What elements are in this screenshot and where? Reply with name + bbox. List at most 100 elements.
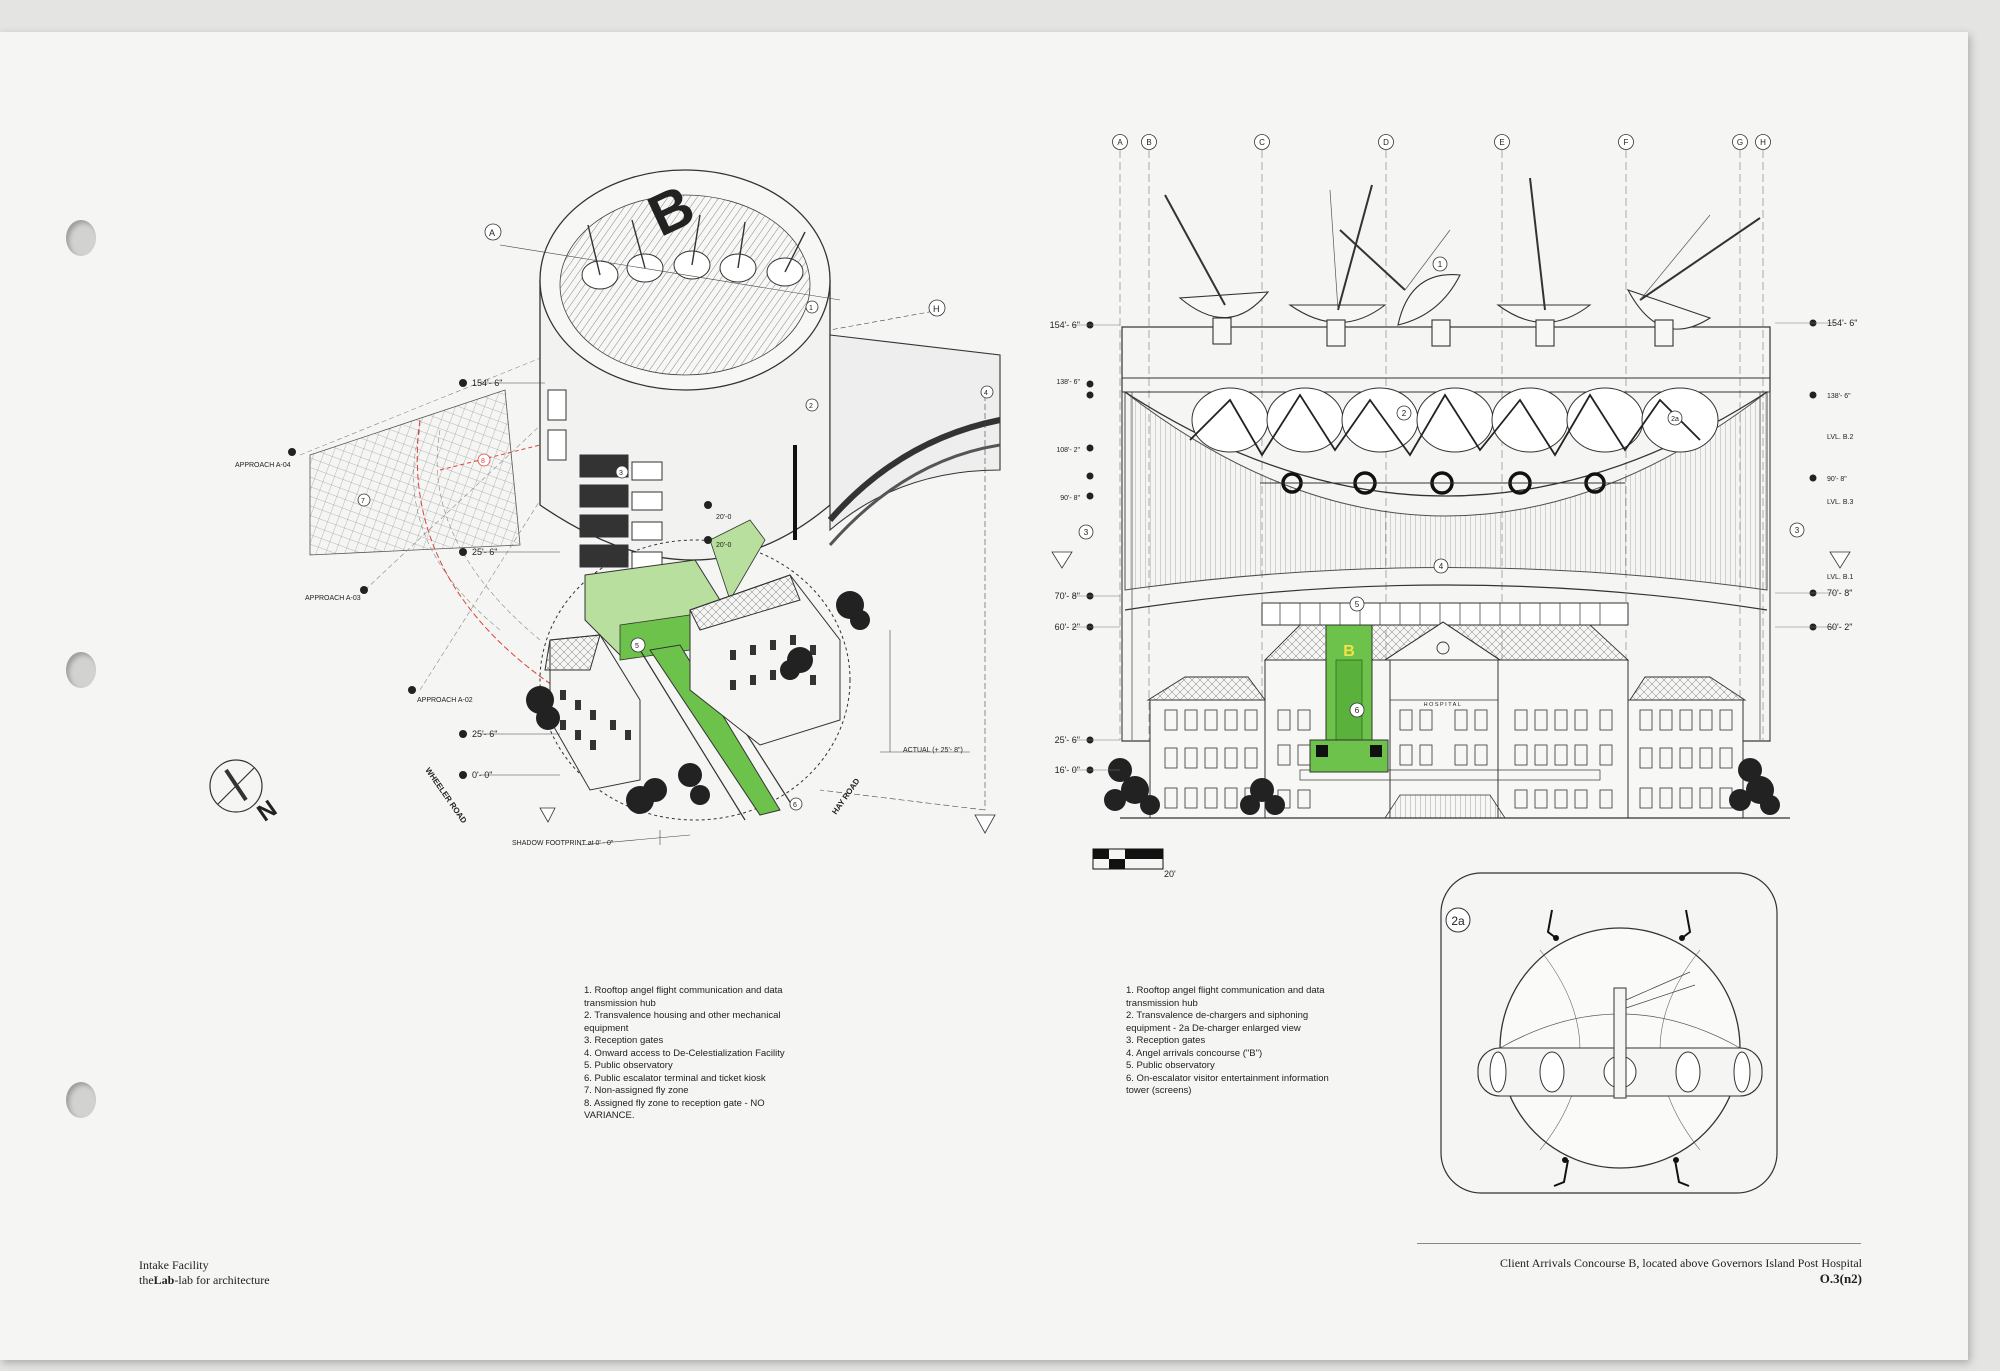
elevation-20-0-b: 20'-0 <box>716 542 731 549</box>
section-triangle-right <box>1829 551 1851 569</box>
legend-right: 1. Rooftop angel flight communication an… <box>1126 985 1346 1098</box>
section-marker-right <box>974 814 996 834</box>
grid-marker-a: A <box>489 228 495 238</box>
grid-bubble-f: F <box>1624 138 1629 147</box>
legend-right-item: 4. Angel arrivals concourse ("B") <box>1126 1047 1263 1059</box>
firm-suffix: -lab for architecture <box>174 1273 270 1287</box>
marker-8: 8 <box>481 458 485 465</box>
level-right-lvl-b1: LVL. B.1 <box>1827 574 1853 581</box>
de-charger-spheres <box>1191 387 1719 453</box>
elevation-25-6-upper: 25'- 6" <box>472 547 497 557</box>
observatory-band <box>1261 602 1629 626</box>
legend-left-item: 1. Rooftop angel flight communication an… <box>584 985 783 1009</box>
hospital-facade <box>1146 621 1747 819</box>
level-right-lvl-b3: LVL. B.3 <box>1827 499 1853 506</box>
hospital-sign: HOSPITAL <box>1424 702 1463 708</box>
legend-left-item: 5. Public observatory <box>584 1060 673 1071</box>
approach-a02-label: APPROACH A-02 <box>417 697 473 704</box>
marker-2: 2 <box>809 403 813 410</box>
marker-6: 6 <box>793 802 797 809</box>
concourse-letter: B <box>1343 643 1355 660</box>
approach-a03-label: APPROACH A-03 <box>305 595 361 602</box>
project-name: Intake Facility <box>139 1258 209 1272</box>
level-left-90-8: 90'- 8" <box>1060 495 1080 502</box>
grid-bubbles: A B C D E F G H <box>1112 134 1771 150</box>
level-left-154-6: 154'- 6" <box>1050 320 1080 330</box>
grid-bubble-a: A <box>1117 138 1123 147</box>
marker-3: 3 <box>619 470 623 477</box>
title-block-right: Client Arrivals Concourse B, located abo… <box>1500 1256 1862 1286</box>
access-ramp-arm <box>829 334 1001 532</box>
legend-right-item: 6. On-escalator visitor entertainment in… <box>1126 1072 1329 1097</box>
elevation-marker-4: 4 <box>1439 562 1444 571</box>
tower-window-bays <box>547 389 663 571</box>
legend-left-item: 6. Public escalator terminal and ticket … <box>584 1072 766 1084</box>
elevation-markers: 1 2 2a 3 3 4 5 6 <box>1051 256 1851 718</box>
firm-name: theLab-lab for architecture <box>139 1273 270 1288</box>
marker-4: 4 <box>984 390 988 397</box>
elevation-25-6-lower: 25'- 6" <box>472 729 497 739</box>
trees-axonometric <box>526 591 870 814</box>
binder-hole-bottom <box>66 1082 96 1118</box>
legend-right-item: 3. Reception gates <box>1126 1035 1206 1046</box>
actual-height-label: ACTUAL (+ 25'- 8") <box>903 747 963 754</box>
sheet-code: O.3(n2) <box>1819 1271 1862 1286</box>
shadow-footprint-label: SHADOW FOOTPRINT at 0' - 0" <box>512 840 614 847</box>
elevation-marker-2: 2 <box>1402 409 1407 418</box>
leader-lines <box>480 244 986 846</box>
section-triangle-left <box>1051 551 1073 569</box>
grid-bubble-e: E <box>1499 138 1504 147</box>
shadow-footprint <box>539 539 851 821</box>
elevation-20-0-a: 20'-0 <box>716 514 731 521</box>
level-right-154-6: 154'- 6" <box>1827 318 1857 328</box>
elevation-marker-3-right: 3 <box>1795 526 1800 535</box>
level-labels-left: 154'- 6" 138'- 6" 108'- 2" 90'- 8" 70'- … <box>1050 320 1081 775</box>
north-label: N <box>252 795 282 827</box>
legend-left-item: 4. Onward access to De-Celestialization … <box>584 1047 785 1059</box>
legend-left-item: 2. Transvalence housing and other mechan… <box>584 1010 781 1034</box>
legend-right-item: 5. Public observatory <box>1126 1060 1215 1071</box>
axonometric-drawing: B <box>299 169 1001 846</box>
grid-bubble-b: B <box>1146 138 1151 147</box>
firm-bold: Lab <box>153 1273 175 1287</box>
title-rule <box>1417 1243 1861 1244</box>
rooftop-dishes <box>1178 274 1712 347</box>
approach-a04-label: APPROACH A-04 <box>235 462 291 469</box>
level-left-25-6: 25'- 6" <box>1055 735 1080 745</box>
grid-bubble-c: C <box>1259 138 1265 147</box>
level-right-90-8: 90'- 8" <box>1827 476 1847 483</box>
binder-hole-top <box>66 220 96 256</box>
grid-bubble-g: G <box>1737 138 1743 147</box>
level-right-lvl-b2: LVL. B.2 <box>1827 434 1853 441</box>
scale-label: 20' <box>1164 869 1176 879</box>
level-left-70-8: 70'- 8" <box>1055 591 1080 601</box>
detail-tag-2a: 2a <box>1451 914 1465 928</box>
elevation-marker-3-left: 3 <box>1084 528 1089 537</box>
level-labels-right: 154'- 6" 138'- 6" LVL. B.2 90'- 8" LVL. … <box>1827 318 1857 632</box>
elevation-154-6: 154'- 6" <box>472 378 502 388</box>
marker-1: 1 <box>809 305 813 312</box>
firm-prefix: the <box>139 1273 154 1287</box>
elevation-0-0: 0'- 0" <box>472 770 492 780</box>
elevation-marker-6: 6 <box>1355 706 1360 715</box>
scale-bar: 20' <box>1092 848 1176 879</box>
level-right-70-8: 70'- 8" <box>1827 588 1852 598</box>
elevation-drawing: B HOSPITAL <box>1072 150 1835 819</box>
grid-marker-h: H <box>933 304 940 314</box>
antenna-masts <box>1164 177 1761 311</box>
trees-elevation <box>1104 758 1780 815</box>
legend-left-item: 3. Reception gates <box>584 1035 664 1046</box>
north-arrow <box>209 759 263 813</box>
elevation-marker-5: 5 <box>1355 600 1360 609</box>
fly-zone-panel <box>309 389 521 556</box>
section-marker-bottom <box>539 807 556 823</box>
marker-5: 5 <box>635 643 639 650</box>
level-left-16-0: 16'- 0" <box>1055 765 1080 775</box>
level-right-60-2: 60'- 2" <box>1827 622 1852 632</box>
level-right-138-6: 138'- 6" <box>1827 393 1851 400</box>
detail-2a-decharger: 2a <box>1440 872 1778 1194</box>
legend-left-item: 7. Non-assigned fly zone <box>584 1085 689 1096</box>
level-left-60-2: 60'- 2" <box>1055 622 1080 632</box>
level-left-108-2: 108'- 2" <box>1056 447 1080 454</box>
